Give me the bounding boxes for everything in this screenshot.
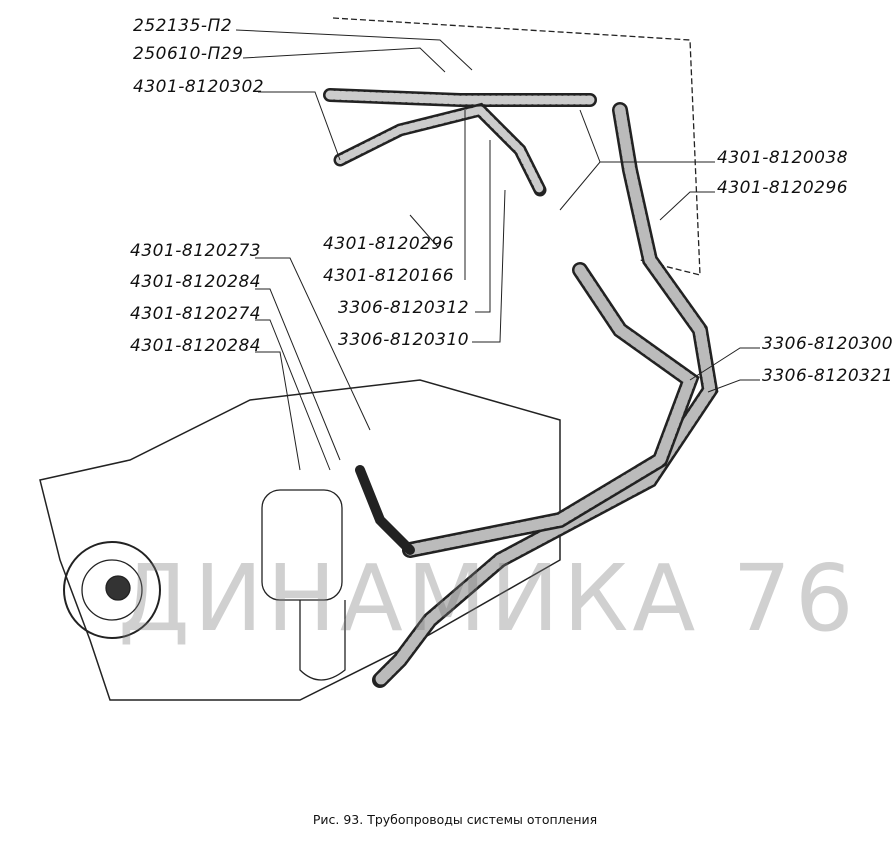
figure-caption: Рис. 93. Трубопроводы системы отопления [312,812,598,827]
pipe-to-filter [355,465,415,555]
filter-housing [261,489,343,601]
part-label-4301-8120274: 4301-8120274 [130,304,262,324]
part-label-4301-8120302: 4301-8120302 [133,77,265,97]
part-label-250610-p29: 250610-П29 [133,44,244,64]
part-label-4301-8120296-right: 4301-8120296 [717,178,849,198]
watermark: ДИНАМИКА 76 [118,545,858,652]
part-label-252135-p2: 252135-П2 [133,16,233,36]
engine-pulley [63,541,161,639]
part-label-4301-8120273: 4301-8120273 [130,241,262,261]
part-label-3306-8120300: 3306-8120300 [762,334,892,354]
part-label-3306-8120312: 3306-8120312 [338,298,470,318]
part-label-4301-8120166: 4301-8120166 [323,266,455,286]
part-label-3306-8120321: 3306-8120321 [762,366,892,386]
body-panel-outline [332,17,701,276]
part-label-4301-8120296: 4301-8120296 [323,234,455,254]
leader-lines [235,29,760,471]
part-label-4301-8120038: 4301-8120038 [717,148,849,168]
part-label-3306-8120310: 3306-8120310 [338,330,470,350]
part-label-4301-8120284: 4301-8120284 [130,272,262,292]
engine-block [39,379,561,701]
part-label-4301-8120284-lower: 4301-8120284 [130,336,262,356]
